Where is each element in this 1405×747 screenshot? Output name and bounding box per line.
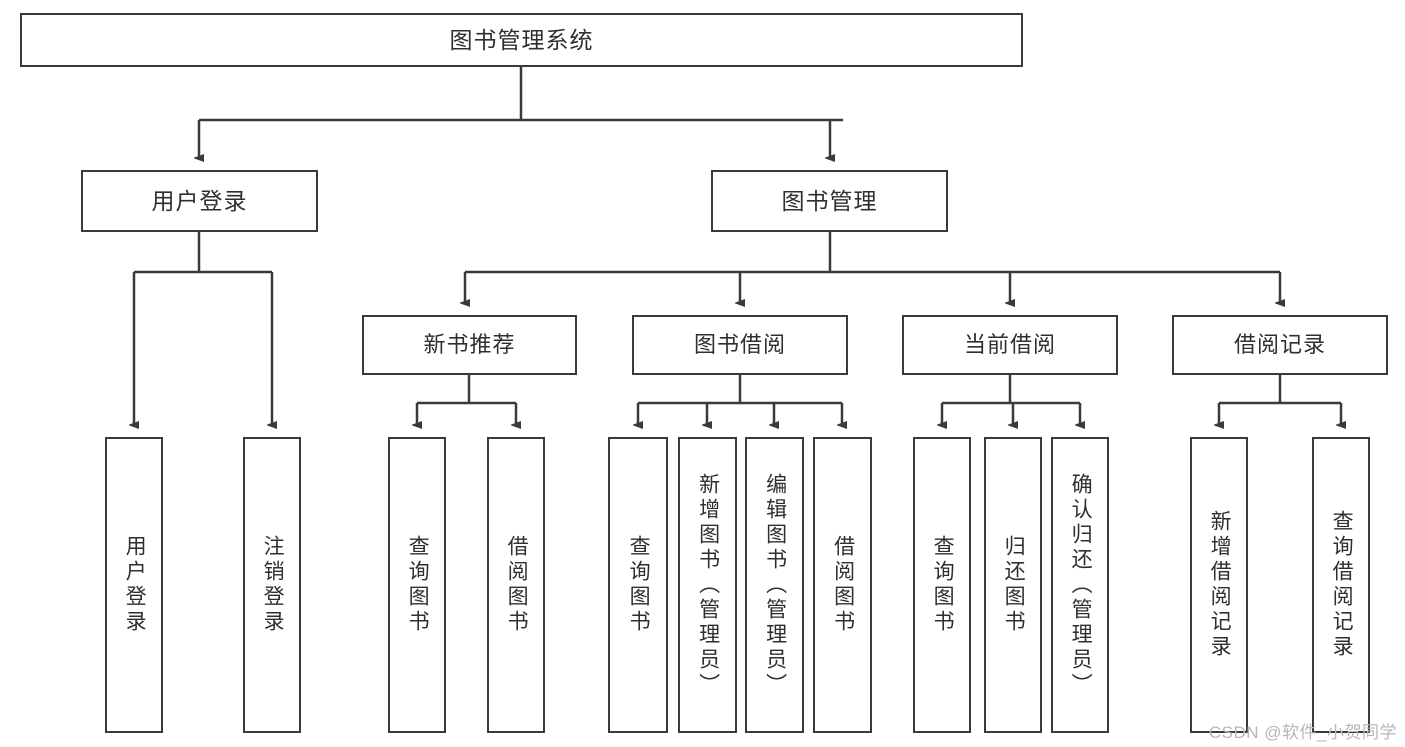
node-user-login[interactable]: 用户登录: [81, 170, 318, 232]
leaf-borrow-lend-book-label: 借阅图书: [831, 535, 855, 635]
leaf-current-query-book[interactable]: 查询图书: [913, 437, 971, 733]
leaf-current-query-book-label: 查询图书: [931, 535, 955, 635]
node-borrow-records[interactable]: 借阅记录: [1172, 315, 1388, 375]
node-new-book-recommend[interactable]: 新书推荐: [362, 315, 577, 375]
leaf-newbook-query-book-label: 查询图书: [406, 535, 430, 635]
leaf-current-confirm-return-admin[interactable]: 确认归还（管理员）: [1051, 437, 1109, 733]
leaf-borrow-edit-book-admin[interactable]: 编辑图书（管理员）: [745, 437, 804, 733]
node-root[interactable]: 图书管理系统: [20, 13, 1023, 67]
node-current-borrow-label: 当前借阅: [963, 332, 1056, 358]
node-borrow-records-label: 借阅记录: [1233, 332, 1326, 358]
leaf-borrow-query-book-label: 查询图书: [627, 535, 651, 635]
leaf-borrow-lend-book[interactable]: 借阅图书: [813, 437, 872, 733]
leaf-current-confirm-return-admin-label: 确认归还（管理员）: [1069, 472, 1093, 698]
leaf-borrow-query-book[interactable]: 查询图书: [608, 437, 668, 733]
leaf-newbook-query-book[interactable]: 查询图书: [388, 437, 446, 733]
node-root-label: 图书管理系统: [449, 26, 594, 53]
node-book-management-label: 图书管理: [781, 187, 878, 214]
leaf-borrow-add-book-admin-label: 新增图书（管理员）: [696, 472, 720, 698]
leaf-records-add-record-label: 新增借阅记录: [1208, 510, 1232, 660]
leaf-records-add-record[interactable]: 新增借阅记录: [1190, 437, 1248, 733]
node-book-borrow-label: 图书借阅: [693, 332, 786, 358]
leaf-logout[interactable]: 注销登录: [243, 437, 301, 733]
leaf-current-return-book-label: 归还图书: [1002, 535, 1026, 635]
node-new-book-recommend-label: 新书推荐: [423, 332, 516, 358]
leaf-records-query-record-label: 查询借阅记录: [1330, 510, 1354, 660]
leaf-user-login-label: 用户登录: [123, 535, 147, 635]
leaf-borrow-add-book-admin[interactable]: 新增图书（管理员）: [678, 437, 737, 733]
watermark: CSDN @软件_小贺同学: [1208, 723, 1397, 742]
leaf-newbook-borrow-book-label: 借阅图书: [505, 535, 529, 635]
leaf-user-login[interactable]: 用户登录: [105, 437, 163, 733]
leaf-records-query-record[interactable]: 查询借阅记录: [1312, 437, 1370, 733]
node-user-login-label: 用户登录: [151, 187, 248, 214]
node-current-borrow[interactable]: 当前借阅: [902, 315, 1118, 375]
leaf-logout-label: 注销登录: [261, 535, 285, 635]
node-book-management[interactable]: 图书管理: [711, 170, 948, 232]
node-book-borrow[interactable]: 图书借阅: [632, 315, 848, 375]
leaf-newbook-borrow-book[interactable]: 借阅图书: [487, 437, 545, 733]
leaf-current-return-book[interactable]: 归还图书: [984, 437, 1042, 733]
leaf-borrow-edit-book-admin-label: 编辑图书（管理员）: [763, 472, 787, 698]
